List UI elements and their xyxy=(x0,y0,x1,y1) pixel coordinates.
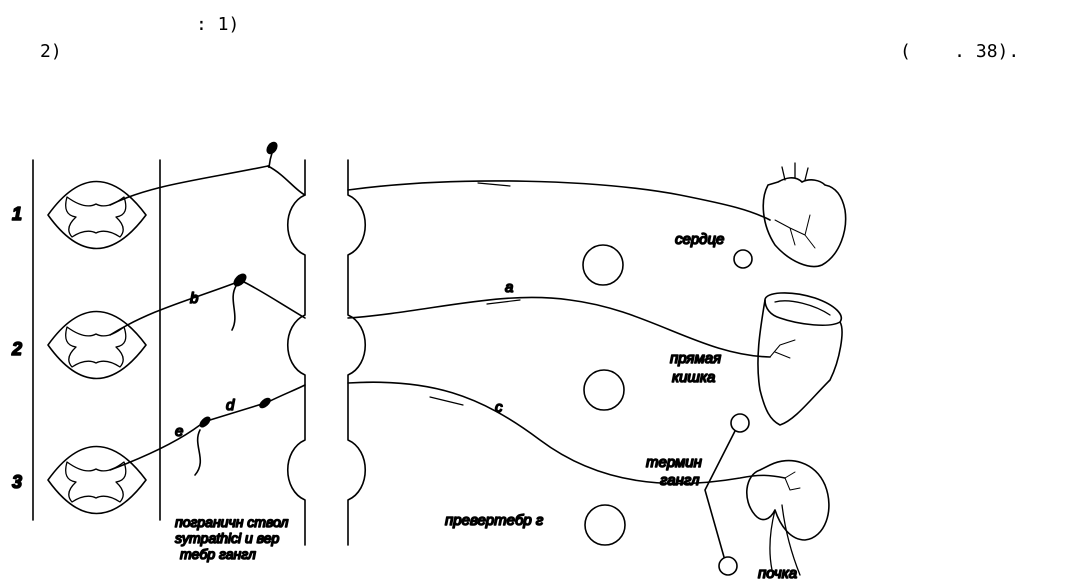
spinal-segment-2 xyxy=(47,310,147,380)
prevertebral-ganglion-2 xyxy=(583,369,625,411)
neuron-body-d xyxy=(259,397,271,409)
label-rectum-1: прямая xyxy=(670,350,721,367)
fiber-a xyxy=(347,296,771,358)
kidney-organ xyxy=(746,459,830,576)
fiber-e xyxy=(109,424,201,471)
spinal-segment-3 xyxy=(47,445,147,515)
segment-number-2: 2 xyxy=(11,339,22,359)
neuron-body-1 xyxy=(266,141,278,155)
fiber-segment-1-to-ganglion xyxy=(109,165,306,206)
segment-number-1: 1 xyxy=(12,204,22,224)
label-terminal-1: термин xyxy=(646,454,702,471)
label-terminal-2: гангл xyxy=(660,472,700,489)
terminal-ganglion-kidney xyxy=(718,556,738,576)
header-line-1: : 1) xyxy=(196,14,240,35)
label-trunk-3: тебр гангл xyxy=(180,546,256,562)
axon-1 xyxy=(267,152,273,169)
fiber-c xyxy=(347,381,786,485)
heart-organ xyxy=(762,162,847,268)
rectum-organ xyxy=(757,292,843,426)
fiber-label-b: b xyxy=(190,290,198,307)
fiber-label-e: e xyxy=(175,423,183,440)
segment-number-3: 3 xyxy=(12,472,22,492)
fiber-b xyxy=(109,282,236,336)
fiber-label-a: a xyxy=(505,279,513,296)
label-prevertebral: превертебр г xyxy=(445,512,544,529)
header-line-2-right: ( . 38). xyxy=(900,41,1020,62)
prevertebral-ganglion-3 xyxy=(584,504,626,546)
neuron-body-b xyxy=(233,273,247,287)
label-trunk-1: пограничн ствол xyxy=(175,514,288,530)
spinal-segment-1 xyxy=(47,180,147,250)
fiber-b-branch xyxy=(231,285,237,331)
label-trunk-2: sympathici и вер xyxy=(175,530,279,546)
fiber-d-to-chain xyxy=(267,384,306,403)
terminal-ganglion-rectum xyxy=(730,413,750,433)
fiber-e-branch xyxy=(194,429,201,476)
terminal-ganglion-connector xyxy=(704,430,736,558)
sympathetic-trunk-left xyxy=(286,159,306,546)
prevertebral-ganglion-1 xyxy=(582,244,624,286)
fiber-label-d: d xyxy=(226,397,235,414)
fiber-label-c: c xyxy=(495,399,503,416)
header-text: : 1) 2) ( . 38). xyxy=(0,0,1065,80)
fiber-to-heart xyxy=(347,180,771,221)
neuron-body-e xyxy=(199,416,211,428)
arrow-c xyxy=(429,396,464,406)
header-line-2-left: 2) xyxy=(40,41,62,62)
label-heart: сердце xyxy=(675,231,724,248)
arrow-a xyxy=(486,299,521,305)
terminal-ganglion-heart xyxy=(733,249,753,269)
fiber-b-to-chain xyxy=(243,281,306,319)
label-kidney: почка xyxy=(758,565,797,582)
arrow-heart xyxy=(477,182,511,187)
fiber-d xyxy=(209,403,263,421)
sympathetic-trunk-right xyxy=(347,159,367,546)
label-rectum-2: кишка xyxy=(672,369,715,386)
